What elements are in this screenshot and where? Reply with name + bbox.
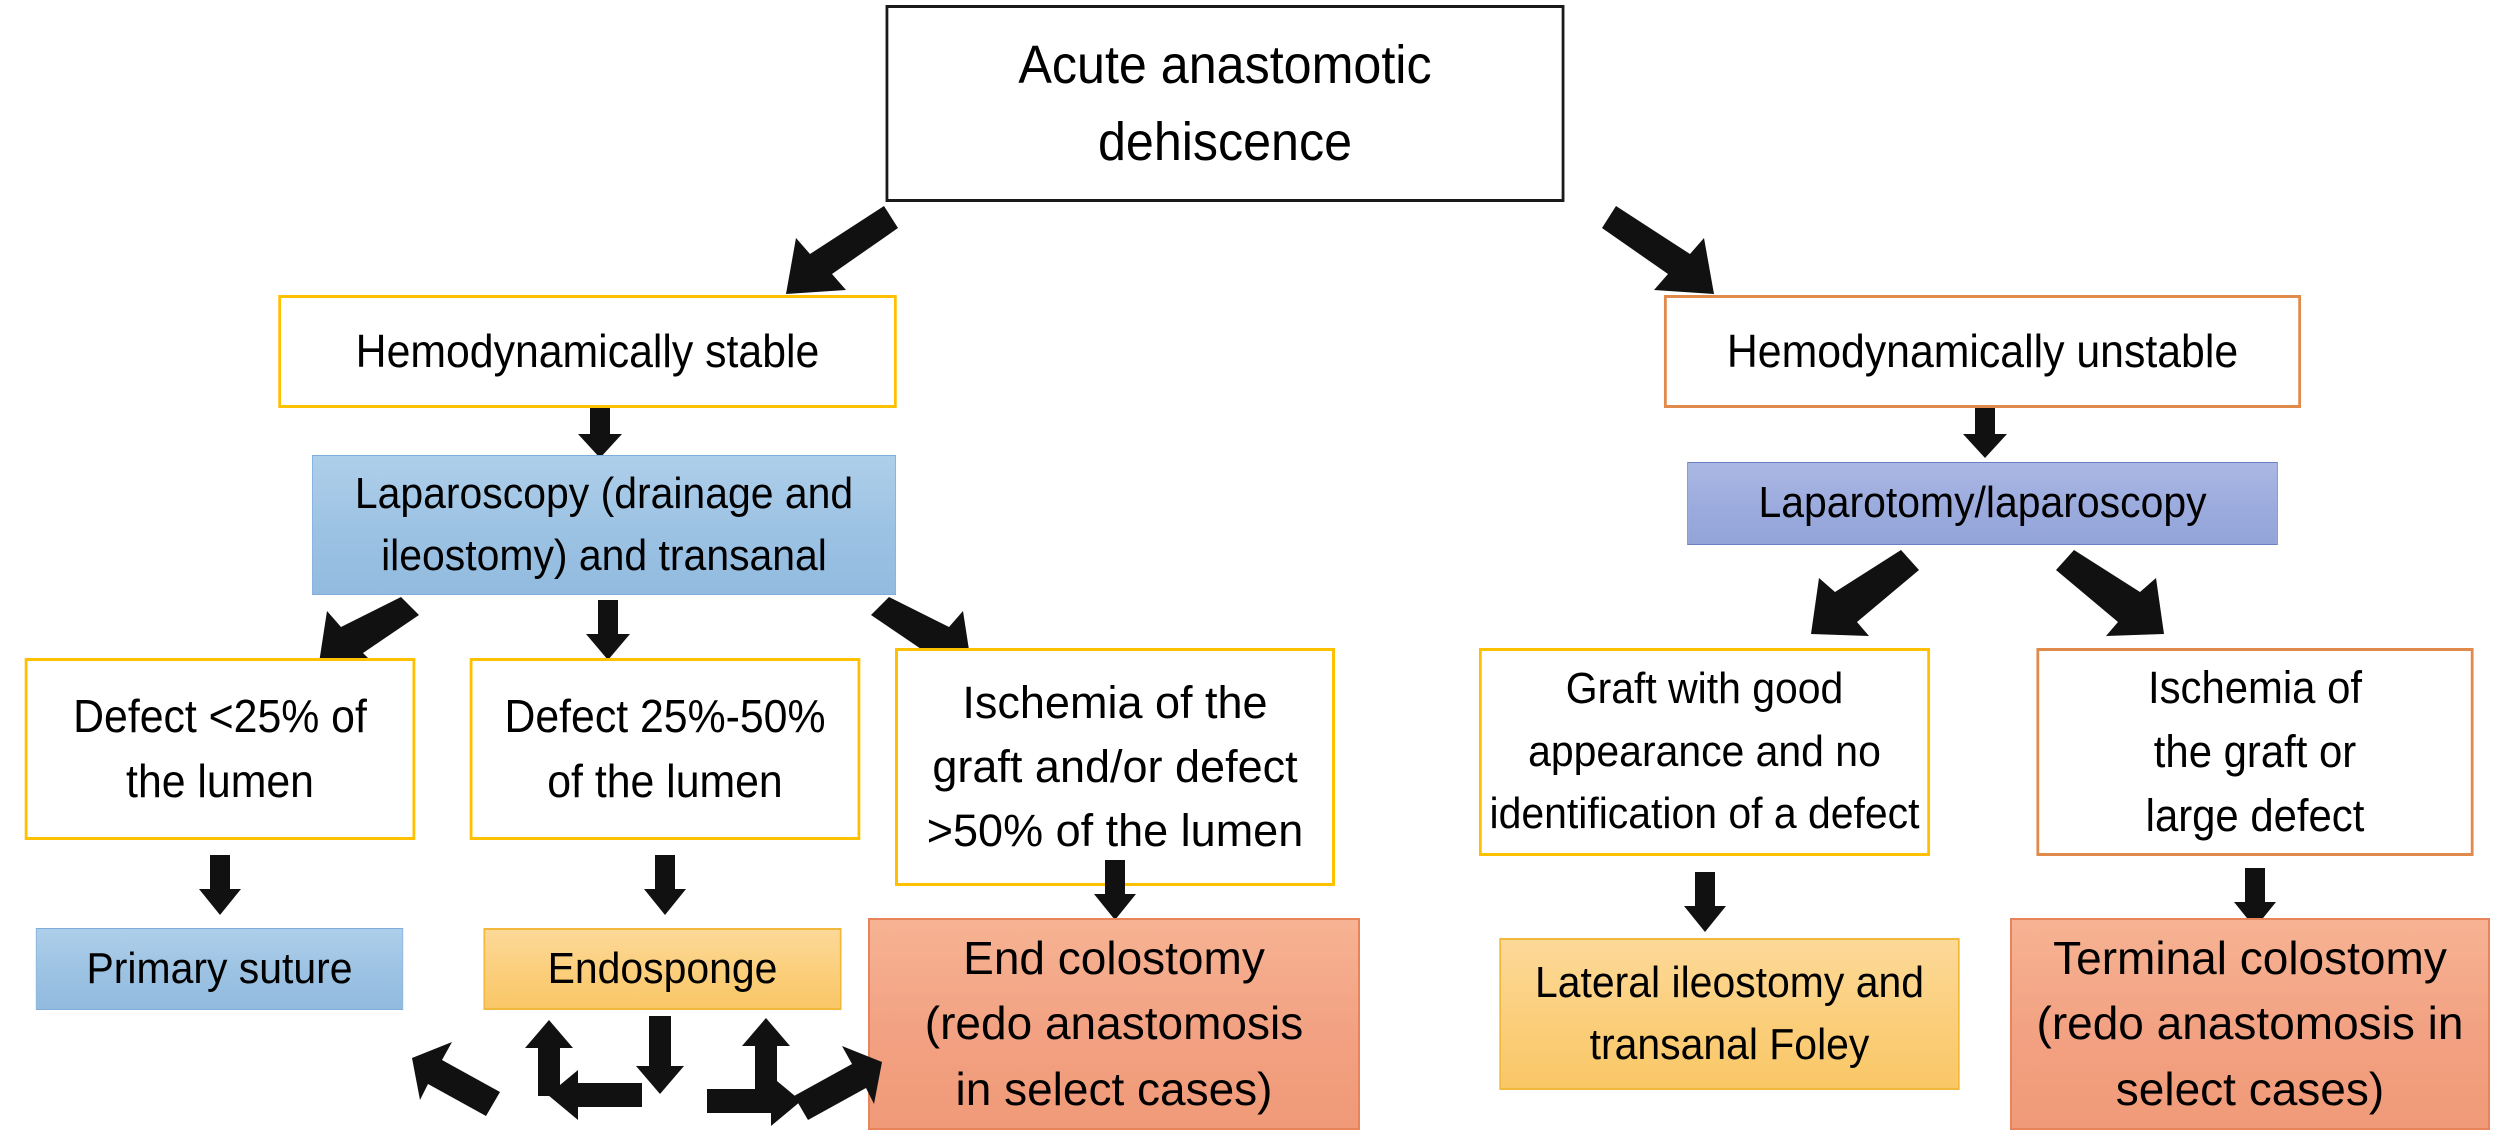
arrow-up-icon	[523, 1020, 575, 1098]
arrow-right-icon	[705, 1074, 801, 1128]
arrow-root-to-stable	[780, 200, 900, 300]
node-laparoscopy-drainage-ileostomy-transanal[interactable]: Laparoscopy (drainage and ileostomy) and…	[311, 455, 897, 595]
node-endosponge[interactable]: Endosponge	[483, 928, 842, 1010]
node-terminal-colostomy[interactable]: Terminal colostomy (redo anastomosis in …	[2010, 918, 2490, 1130]
arrow-unstable-to-laparotomy	[1955, 408, 2015, 460]
node-graft-good-appearance[interactable]: Graft with good appearance and no identi…	[1478, 648, 1931, 856]
arrow-laparoscopy-to-defect-25-50	[580, 600, 636, 662]
node-defect-25-to-50-percent[interactable]: Defect 25%-50% of the lumen	[469, 658, 861, 840]
arrow-laparotomy-to-ischemia-large	[2050, 548, 2170, 644]
arrow-down-icon	[634, 1016, 686, 1096]
node-hemodynamically-unstable[interactable]: Hemodynamically unstable	[1663, 295, 2302, 408]
arrow-laparotomy-to-graft-good	[1805, 548, 1925, 644]
arrow-up-right-icon	[790, 1046, 886, 1124]
arrow-stable-to-laparoscopy	[570, 408, 630, 460]
node-end-colostomy[interactable]: End colostomy (redo anastomosis in selec…	[868, 918, 1360, 1130]
arrow-left-icon	[548, 1068, 644, 1122]
node-acute-anastomotic-dehiscence[interactable]: Acute anastomotic dehiscence	[885, 5, 1565, 202]
arrow-up-icon-2	[740, 1018, 792, 1096]
arrow-root-to-unstable	[1600, 200, 1720, 300]
arrow-up-left-icon	[408, 1040, 504, 1118]
node-ischemia-graft-or-defect-gt-50-percent[interactable]: Ischemia of the graft and/or defect >50%…	[895, 648, 1335, 886]
arrow-defect-25-50-to-endosponge	[640, 855, 690, 917]
node-laparotomy-laparoscopy[interactable]: Laparotomy/laparoscopy	[1687, 462, 2278, 545]
node-defect-lt-25-percent[interactable]: Defect <25% of the lumen	[24, 658, 416, 840]
node-ischemia-graft-or-large-defect[interactable]: Ischemia of the graft or large defect	[2036, 648, 2474, 856]
arrow-defect-lt25-to-primary-suture	[195, 855, 245, 917]
node-primary-suture[interactable]: Primary suture	[35, 928, 404, 1010]
node-hemodynamically-stable[interactable]: Hemodynamically stable	[278, 295, 897, 408]
arrow-graft-good-to-lateral-ileostomy	[1680, 872, 1730, 934]
node-lateral-ileostomy-transanal-foley[interactable]: Lateral ileostomy and transanal Foley	[1499, 938, 1960, 1090]
arrow-ischemia-large-to-terminal-colostomy	[2230, 868, 2280, 930]
arrow-laparoscopy-to-defect-lt25	[315, 595, 425, 667]
arrow-ischemia-gt50-to-end-colostomy	[1090, 860, 1140, 922]
